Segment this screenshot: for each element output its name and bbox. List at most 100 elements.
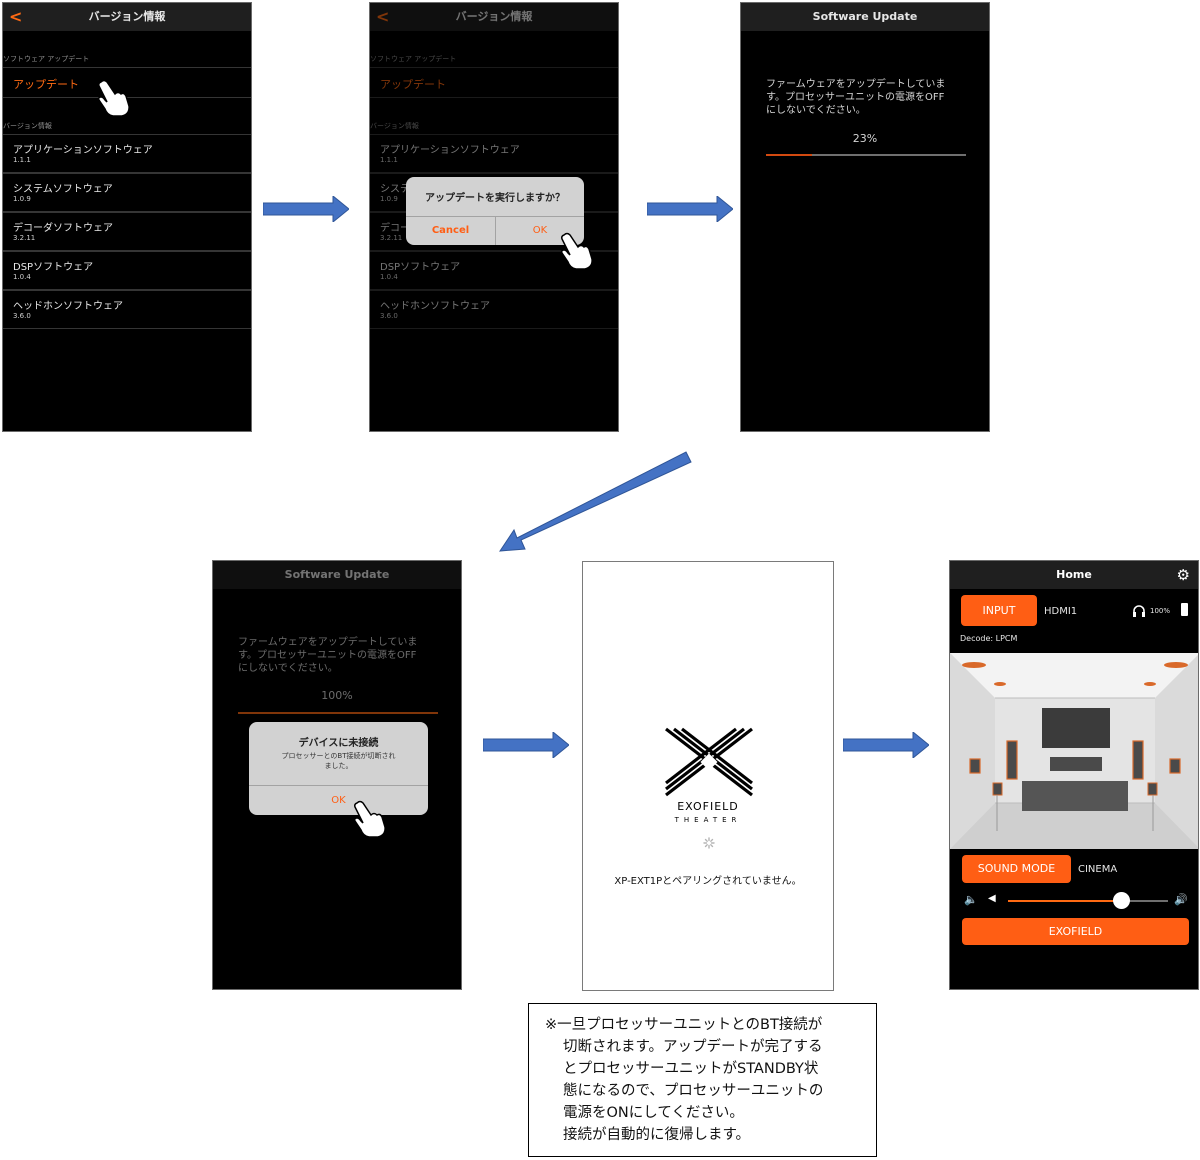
page-title: Software Update — [284, 568, 390, 581]
version-value: 1.0.4 — [380, 273, 398, 281]
exofield-logo-icon — [665, 727, 753, 797]
brand-subtitle: THEATER — [674, 816, 742, 824]
message-line: にしないでください。 — [766, 105, 866, 116]
screen-device-disconnected: Software Update ファームウェアをアップデートしていま す。プロセ… — [212, 560, 462, 990]
back-chevron-icon[interactable]: < — [9, 7, 23, 26]
top-bar: < バージョン情報 — [370, 3, 618, 31]
disconnected-dialog: デバイスに未接続 プロセッサーとのBT接続が切断され ました。 OK — [249, 722, 428, 815]
page-title: バージョン情報 — [88, 10, 166, 23]
screen-home: Home ⚙ INPUT HDMI1 100% Decode: LPCM SOU… — [949, 560, 1199, 990]
screen-update-confirm: < バージョン情報 ソフトウェア アップデート アップデート バージョン情報 ア… — [369, 2, 619, 432]
flow-arrow-right-icon — [483, 732, 569, 758]
settings-gear-icon[interactable]: ⚙ — [1176, 566, 1190, 584]
progress-percent: 23% — [852, 132, 878, 145]
version-value: 1.0.9 — [13, 195, 31, 203]
top-bar: Home ⚙ — [950, 561, 1198, 589]
section-header-version-info: バージョン情報 — [370, 122, 419, 130]
top-bar: Software Update — [741, 3, 989, 31]
version-label: アプリケーションソフトウェア — [380, 145, 520, 156]
volume-slider-knob[interactable] — [1113, 892, 1131, 909]
dialog-divider — [495, 216, 496, 245]
update-link[interactable]: アップデート — [13, 78, 79, 91]
update-row: アップデート — [370, 67, 618, 98]
version-label: ヘッドホンソフトウェア — [380, 301, 490, 312]
dialog-divider — [249, 785, 428, 786]
volume-up-icon[interactable]: 🔊 — [1174, 893, 1188, 906]
top-bar: < バージョン情報 — [3, 3, 251, 31]
flow-arrow-right-icon — [843, 732, 929, 758]
version-value: 3.6.0 — [380, 312, 398, 320]
update-link: アップデート — [380, 78, 446, 91]
note-line: 電源をONにしてください。 — [563, 1105, 744, 1121]
note-line: 切断されます。アップデートが完了する — [563, 1039, 823, 1055]
flow-arrow-right-icon — [647, 196, 733, 222]
volume-slider-fill — [1008, 900, 1122, 902]
dialog-body: プロセッサーとのBT接続が切断され ました。 — [249, 751, 428, 771]
tap-hand-icon — [354, 800, 386, 838]
note-line: とプロセッサーユニットがSTANDBY状 — [563, 1061, 819, 1077]
message-line: ファームウェアをアップデートしていま — [766, 79, 946, 90]
message-line: す。プロセッサーユニットの電源をOFF — [766, 92, 945, 103]
tap-hand-icon — [561, 232, 593, 270]
flow-arrow-down-left-icon — [499, 451, 692, 552]
back-chevron-icon[interactable]: < — [376, 7, 390, 26]
version-value: 1.1.1 — [380, 156, 398, 164]
screen-version-info: < バージョン情報 ソフトウェア アップデート アップデート バージョン情報 ア… — [2, 2, 252, 432]
dialog-body-line: プロセッサーとのBT接続が切断され — [281, 752, 396, 760]
version-value: 3.2.11 — [380, 234, 403, 242]
version-label: DSPソフトウェア — [13, 262, 94, 273]
volume-mute-speaker-icon[interactable]: 🔈 — [964, 893, 978, 906]
tap-hand-icon — [98, 79, 130, 117]
version-value: 3.6.0 — [13, 312, 31, 320]
volume-slider-track[interactable] — [1008, 900, 1168, 902]
volume-down-icon[interactable]: ◀ — [988, 893, 996, 904]
exofield-button[interactable]: EXOFIELD — [962, 918, 1189, 945]
screen-splash-not-paired: EXOFIELD THEATER XP-EXT1Pとペアリングされていません。 — [582, 561, 834, 991]
version-label: アプリケーションソフトウェア — [13, 145, 153, 156]
page-title: バージョン情報 — [455, 10, 533, 23]
confirm-dialog: アップデートを実行しますか？ Cancel OK — [406, 177, 584, 245]
battery-percent: 100% — [1150, 607, 1171, 615]
dialog-title: アップデートを実行しますか？ — [425, 193, 565, 204]
dialog-body-line: ました。 — [324, 762, 353, 770]
progress-bar-fill — [238, 712, 438, 714]
note-box: ※一旦プロセッサーユニットとのBT接続が 切断されます。アップデートが完了する … — [528, 1003, 877, 1157]
version-label: DSPソフトウェア — [380, 262, 461, 273]
cancel-button[interactable]: Cancel — [431, 225, 470, 236]
ok-button[interactable]: OK — [532, 225, 548, 236]
top-bar: Software Update — [213, 561, 461, 589]
section-header-version-info: バージョン情報 — [3, 122, 52, 130]
headphones-icon — [1133, 605, 1145, 617]
note-line: 接続が自動的に復帰します。 — [563, 1127, 751, 1143]
version-label: デコーダソフトウェア — [13, 223, 113, 234]
progress-bar-fill — [766, 154, 812, 156]
note-line: ※一旦プロセッサーユニットとのBT接続が — [545, 1017, 823, 1033]
battery-icon — [1181, 603, 1188, 616]
page-title: Home — [1056, 568, 1092, 581]
loading-spinner-icon — [703, 837, 715, 849]
version-value: 1.0.4 — [13, 273, 31, 281]
version-label: システムソフトウェア — [13, 184, 113, 195]
ok-button[interactable]: OK — [331, 795, 346, 806]
sound-mode-button[interactable]: SOUND MODE — [962, 855, 1071, 883]
section-header-software-update: ソフトウェア アップデート — [3, 55, 90, 63]
page-title: Software Update — [812, 10, 918, 23]
decode-status: Decode: LPCM — [960, 634, 1018, 643]
update-message: ファームウェアをアップデートしていま す。プロセッサーユニットの電源をOFF に… — [766, 78, 976, 117]
version-value: 1.1.1 — [13, 156, 31, 164]
message-line: にしないでください。 — [238, 663, 338, 674]
brand-name: EXOFIELD — [677, 800, 739, 813]
input-button[interactable]: INPUT — [961, 595, 1037, 626]
section-header-software-update: ソフトウェア アップデート — [370, 55, 457, 63]
version-value: 3.2.11 — [13, 234, 36, 242]
flow-arrow-right-icon — [263, 196, 349, 222]
progress-percent: 100% — [321, 689, 353, 702]
